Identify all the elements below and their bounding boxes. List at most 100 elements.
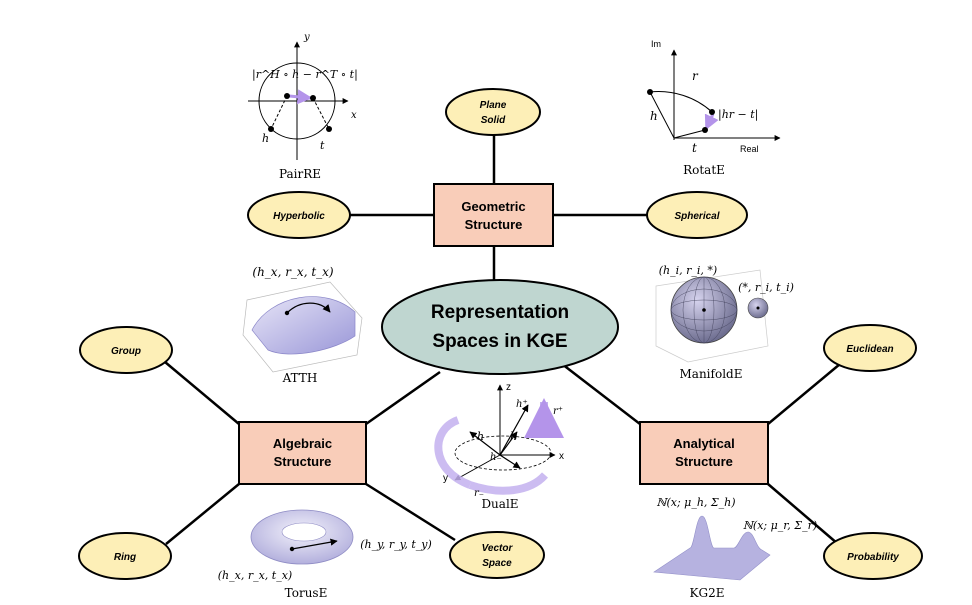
pairre-rt-point: [310, 95, 316, 101]
analytical-structure-line1: Analytical: [673, 436, 734, 451]
duale-h-minus-vector: [499, 454, 521, 469]
pairre-distance-arrow: [288, 89, 313, 105]
pairre-x-axis-label: x: [351, 110, 357, 121]
duale-h-vector-2: [499, 431, 518, 456]
pairre-t-point: [326, 126, 332, 132]
leaf-solid-label: Solid: [481, 115, 506, 126]
pairre-figure: y x |r^H ∘ h − r^T ∘ t| h t PairRE: [248, 32, 358, 181]
leaf-spherical-ellipse: [646, 191, 748, 239]
rotate-real-label: Real: [740, 144, 759, 154]
pairre-dashed-h: [270, 95, 288, 130]
leaf-probability-ellipse: [823, 532, 923, 580]
edge-analytical-probability: [767, 483, 839, 545]
duale-h-plus-vector: [499, 404, 529, 456]
toruse-formula-right: (h_y, r_y, t_y): [360, 538, 432, 551]
leaf-probability: Probability: [823, 532, 923, 580]
duale-h-label-2: h: [510, 430, 517, 443]
center-title-line1: Representation: [431, 302, 569, 323]
leaf-probability-label: Probability: [847, 552, 899, 563]
manifolde-formula-right: (*, r_i, t_i): [738, 281, 794, 294]
toruse-relation-arrow: [291, 538, 338, 550]
kg2e-formula-h: ℕ(x; μ_h, Σ_h): [656, 496, 735, 509]
kg2e-gaussian-surface: [653, 515, 771, 581]
pairre-unit-circle: [258, 62, 336, 140]
geometric-structure-node: Geometric Structure: [433, 183, 554, 247]
leaf-group: Group: [79, 326, 173, 374]
atth-hyperbolic-surface: [251, 296, 356, 355]
edge-center-algebraic: [365, 370, 441, 426]
manifolde-plot-box: [655, 269, 769, 363]
leaf-ring-label: Ring: [114, 552, 136, 563]
rotate-hr-point: [709, 109, 715, 115]
edge-analytical-euclidean: [767, 363, 841, 425]
duale-y-axis: [454, 454, 501, 481]
rotate-arc: [649, 91, 713, 113]
toruse-formula-left: (h_x, r_x, t_x): [218, 569, 292, 582]
leaf-ring: Ring: [78, 532, 172, 580]
toruse-start-point: [289, 546, 295, 552]
manifolde-center-point: [702, 308, 706, 312]
duale-h-plus-label: h⁺: [516, 399, 528, 410]
duale-name: DualE: [481, 497, 518, 511]
pairre-name: PairRE: [279, 167, 321, 181]
leaf-euclidean: Euclidean: [823, 324, 917, 372]
pairre-rh-point: [284, 93, 290, 99]
leaf-vector-space: Vector Space: [449, 531, 545, 579]
atth-geodesic-arrow: [286, 302, 331, 314]
manifolde-name: ManifoldE: [680, 367, 743, 381]
atth-plot-box: [242, 281, 363, 373]
rotate-im-label: Im: [651, 39, 661, 49]
rotate-formula: |hr − t|: [718, 108, 758, 122]
geometric-structure-line1: Geometric: [461, 199, 525, 214]
duale-y-label: y: [443, 473, 448, 484]
center-ellipse: [381, 279, 619, 375]
analytical-structure-box: [639, 421, 769, 485]
analytical-structure-node: Analytical Structure: [639, 421, 769, 485]
leaf-vector-space-ellipse: [449, 531, 545, 579]
atth-name: ATTH: [282, 371, 318, 385]
leaf-ring-ellipse: [78, 532, 172, 580]
leaf-spherical: Spherical: [646, 191, 748, 239]
duale-figure: z x y h⁺ h h h₋ r⁺ r₋ DualE: [434, 382, 564, 511]
pairre-y-axis-label: y: [303, 32, 310, 43]
leaf-group-ellipse: [79, 326, 173, 374]
duale-h-vector-1: [469, 431, 501, 456]
leaf-plane-solid: Plane Solid: [445, 88, 541, 136]
edge-algebraic-ring: [165, 483, 240, 545]
duale-h-label-1: h: [477, 430, 484, 443]
manifolde-sphere-grid: [670, 276, 738, 344]
leaf-plane-solid-ellipse: [445, 88, 541, 136]
geometric-structure-line2: Structure: [465, 217, 523, 232]
analytical-structure-line2: Structure: [675, 454, 733, 469]
pairre-h-label: h: [262, 132, 269, 145]
leaf-euclidean-ellipse: [823, 324, 917, 372]
rotate-h-label: h: [650, 109, 658, 123]
algebraic-structure-line1: Algebraic: [273, 436, 332, 451]
duale-rotation-band-left: [434, 416, 472, 489]
leaf-group-label: Group: [111, 346, 141, 357]
manifolde-formula-left: (h_i, r_i, *): [659, 264, 717, 277]
edge-algebraic-vector-space: [365, 482, 456, 542]
duale-h-minus-label: h₋: [490, 452, 502, 463]
leaf-plane-label: Plane: [480, 100, 507, 111]
leaf-space-label: Space: [482, 558, 512, 569]
kg2e-formula-r: ℕ(x; μ_r, Σ_r): [743, 519, 817, 532]
duale-rotation-band-bottom: [468, 472, 548, 495]
duale-rotation-ellipse: [454, 435, 552, 471]
geometric-structure-box: [433, 183, 554, 247]
toruse-inner-hole: [281, 522, 327, 542]
kg2e-figure: ℕ(x; μ_h, Σ_h) ℕ(x; μ_r, Σ_r) KG2E: [653, 496, 817, 600]
pairre-dashed-t: [312, 97, 330, 130]
toruse-figure: (h_x, r_x, t_x) (h_y, r_y, t_y) TorusE: [218, 509, 432, 600]
pairre-formula: |r^H ∘ h − r^T ∘ t|: [252, 68, 358, 82]
duale-r-plus-label: r⁺: [553, 406, 563, 417]
rotate-figure: Im Real r h t |hr − t| RotatE: [647, 39, 781, 177]
edge-center-analytical: [561, 363, 641, 425]
rotate-t-point: [702, 127, 708, 133]
edge-algebraic-group: [164, 361, 240, 425]
rotate-h-point: [647, 89, 653, 95]
leaf-hyperbolic: Hyperbolic: [247, 191, 351, 239]
leaf-hyperbolic-ellipse: [247, 191, 351, 239]
pairre-t-label: t: [320, 139, 325, 152]
